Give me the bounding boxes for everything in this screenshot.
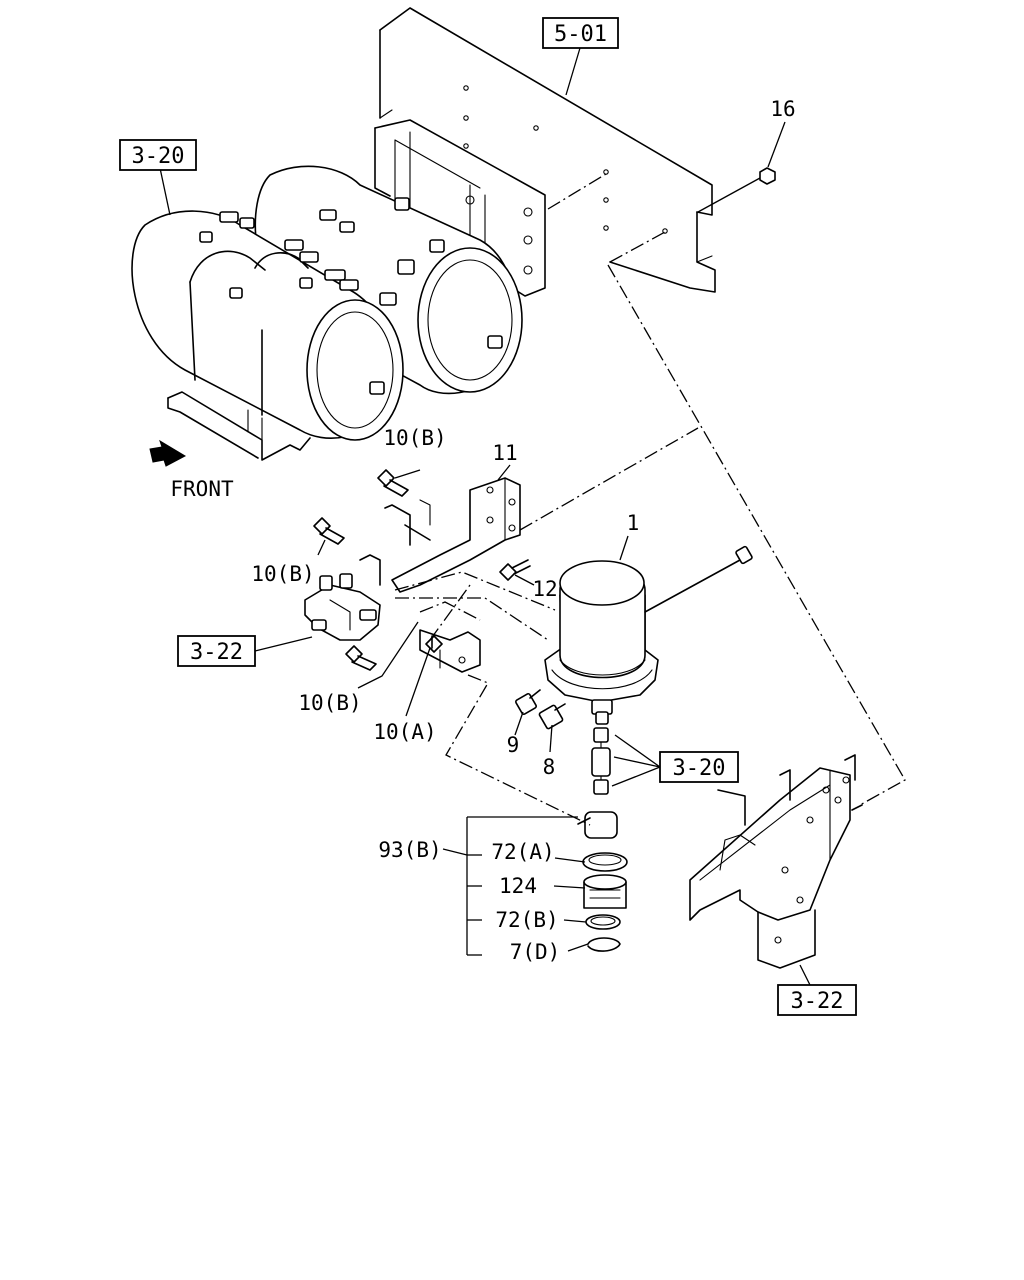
leader-lines xyxy=(159,47,811,986)
part-label-93b: 93(B) xyxy=(378,838,441,862)
fitting-chain xyxy=(591,727,611,795)
part-label-124: 124 xyxy=(499,874,537,898)
part-label-11: 11 xyxy=(492,441,517,465)
front-label: FRONT xyxy=(170,477,234,501)
filter-kit xyxy=(577,811,628,952)
part-label-10b-low: 10(B) xyxy=(298,691,361,715)
fitting-9-icon xyxy=(515,689,541,715)
front-arrow-icon xyxy=(149,439,187,467)
part-label-7d: 7(D) xyxy=(510,940,561,964)
centerlines xyxy=(394,264,906,826)
part-label-12: 12 xyxy=(532,577,557,601)
ref-box-tanks[interactable]: 3-20 xyxy=(119,139,197,171)
part-label-9: 9 xyxy=(507,733,520,757)
bolt-10b-mid-icon xyxy=(313,517,345,545)
snap-ring-7d-icon xyxy=(587,937,621,952)
bolt-12-icon xyxy=(499,559,531,581)
part-label-8: 8 xyxy=(543,755,556,779)
ref-box-bracket[interactable]: 3-22 xyxy=(777,984,857,1016)
air-tanks xyxy=(131,165,523,461)
ref-label-tanks: 3-20 xyxy=(132,144,185,169)
bracket-11 xyxy=(359,477,521,673)
bolt-10b-low-icon xyxy=(345,645,377,671)
part-label-10a: 10(A) xyxy=(373,720,436,744)
part-label-72a: 72(A) xyxy=(491,840,554,864)
fitting-8-icon xyxy=(538,703,566,730)
seal-72b-icon xyxy=(585,914,621,930)
ref-box-frame[interactable]: 5-01 xyxy=(542,17,619,49)
air-dryer xyxy=(544,545,753,725)
part-label-72b: 72(B) xyxy=(495,908,558,932)
ref-box-fittings[interactable]: 3-20 xyxy=(659,751,739,783)
part-label-10b-mid: 10(B) xyxy=(251,562,314,586)
nut-16-icon xyxy=(759,167,776,185)
part-label-16: 16 xyxy=(770,97,795,121)
ref-label-fittings: 3-20 xyxy=(673,756,726,781)
part-label-10b-top: 10(B) xyxy=(383,426,446,450)
part-label-1: 1 xyxy=(627,511,640,535)
ref-label-bracket: 3-22 xyxy=(791,989,844,1014)
seal-72a-icon xyxy=(582,852,628,872)
frame-rail xyxy=(379,7,776,293)
filter-housing-icon xyxy=(577,811,618,839)
valve-assembly xyxy=(304,573,381,641)
bolt-10a-icon xyxy=(425,635,443,653)
ref-label-frame: 5-01 xyxy=(554,22,607,47)
bolt-10b-top-icon xyxy=(377,469,409,497)
filter-124-icon xyxy=(583,874,627,909)
ref-label-valve: 3-22 xyxy=(190,640,243,665)
ref-box-valve[interactable]: 3-22 xyxy=(177,635,256,667)
side-bracket xyxy=(689,754,863,969)
